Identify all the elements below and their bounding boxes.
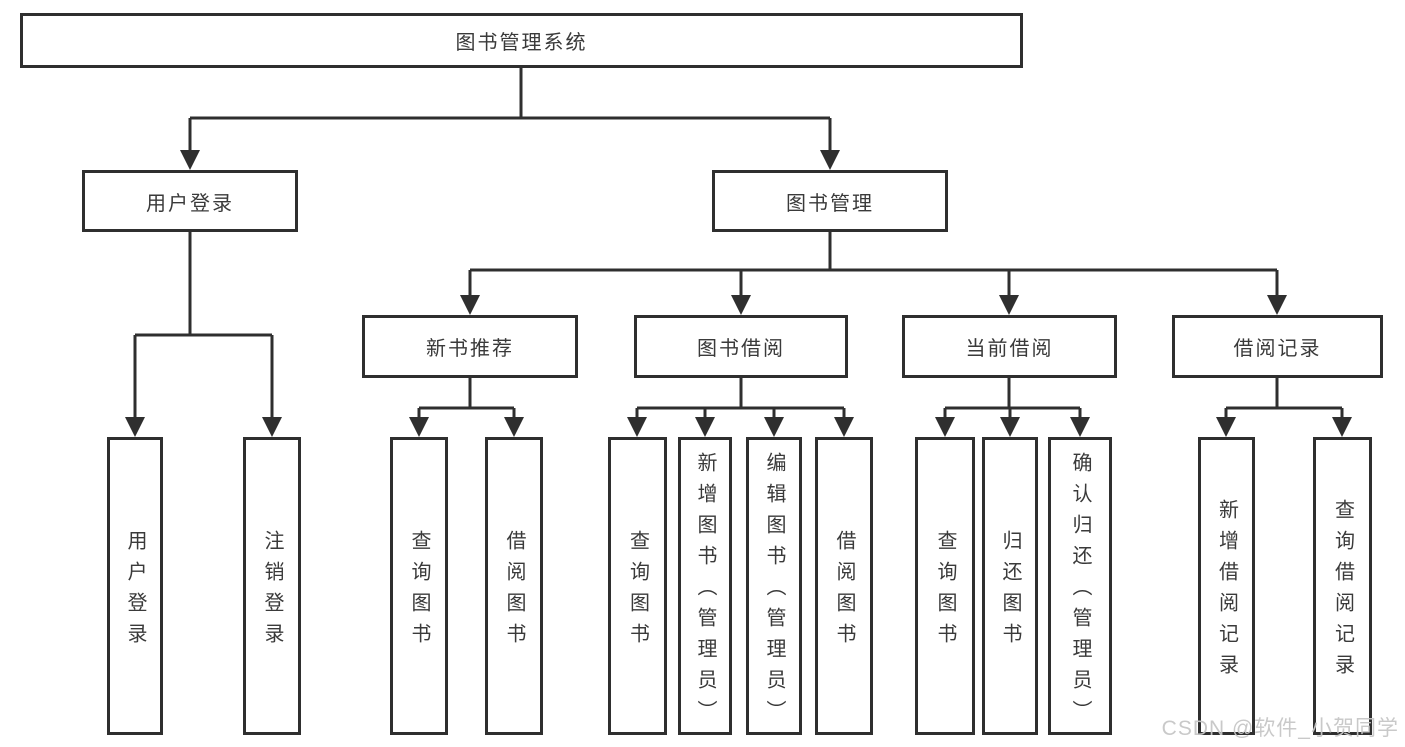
leaf-logout: 注销登录 xyxy=(243,437,301,735)
leaf-confirm-return-admin: 确认归还（管理员） xyxy=(1048,437,1112,735)
node-current-borrowing: 当前借阅 xyxy=(902,315,1117,378)
leaf-label: 确认归还（管理员） xyxy=(1069,452,1091,731)
node-library-management-system: 图书管理系统 xyxy=(20,13,1023,68)
leaf-label: 查询图书 xyxy=(408,529,430,654)
node-book-management-module: 图书管理 xyxy=(712,170,948,232)
node-new-book-recommendation: 新书推荐 xyxy=(362,315,578,378)
node-borrowing-records: 借阅记录 xyxy=(1172,315,1383,378)
leaf-return-books: 归还图书 xyxy=(982,437,1038,735)
leaf-label: 编辑图书（管理员） xyxy=(763,452,785,731)
leaf-borrow-books-recommendation: 借阅图书 xyxy=(485,437,543,735)
node-label: 用户登录 xyxy=(146,192,234,215)
leaf-label: 归还图书 xyxy=(999,529,1021,654)
leaf-query-books-recommendation: 查询图书 xyxy=(390,437,448,735)
leaf-label: 借阅图书 xyxy=(503,529,525,654)
node-label: 图书管理系统 xyxy=(455,32,588,54)
leaf-label: 注销登录 xyxy=(261,529,283,654)
leaf-user-login: 用户登录 xyxy=(107,437,163,735)
node-label: 当前借阅 xyxy=(965,338,1054,360)
leaf-query-borrow-record: 查询借阅记录 xyxy=(1313,437,1372,735)
node-label: 借阅记录 xyxy=(1233,338,1322,360)
leaf-label: 新增借阅记录 xyxy=(1215,498,1238,685)
leaf-label: 借阅图书 xyxy=(833,529,855,654)
node-label: 图书借阅 xyxy=(697,338,785,360)
leaf-label: 查询图书 xyxy=(934,529,956,654)
leaf-label: 查询图书 xyxy=(626,529,649,654)
node-book-borrowing: 图书借阅 xyxy=(634,315,848,378)
leaf-label: 查询借阅记录 xyxy=(1331,498,1354,685)
leaf-add-books-admin: 新增图书（管理员） xyxy=(678,437,732,735)
arrowheads xyxy=(125,150,1352,437)
node-label: 新书推荐 xyxy=(426,338,514,360)
leaf-add-borrow-record: 新增借阅记录 xyxy=(1198,437,1255,735)
leaf-query-books-borrowing: 查询图书 xyxy=(608,437,667,735)
leaf-borrow-books: 借阅图书 xyxy=(815,437,873,735)
csdn-watermark: CSDN @软件_小贺同学 xyxy=(1161,717,1399,740)
leaf-query-books-current: 查询图书 xyxy=(915,437,975,735)
leaf-label: 新增图书（管理员） xyxy=(694,452,716,731)
leaf-edit-books-admin: 编辑图书（管理员） xyxy=(746,437,802,735)
node-user-login-module: 用户登录 xyxy=(82,170,298,232)
node-label: 图书管理 xyxy=(786,192,874,215)
leaf-label: 用户登录 xyxy=(124,529,146,654)
